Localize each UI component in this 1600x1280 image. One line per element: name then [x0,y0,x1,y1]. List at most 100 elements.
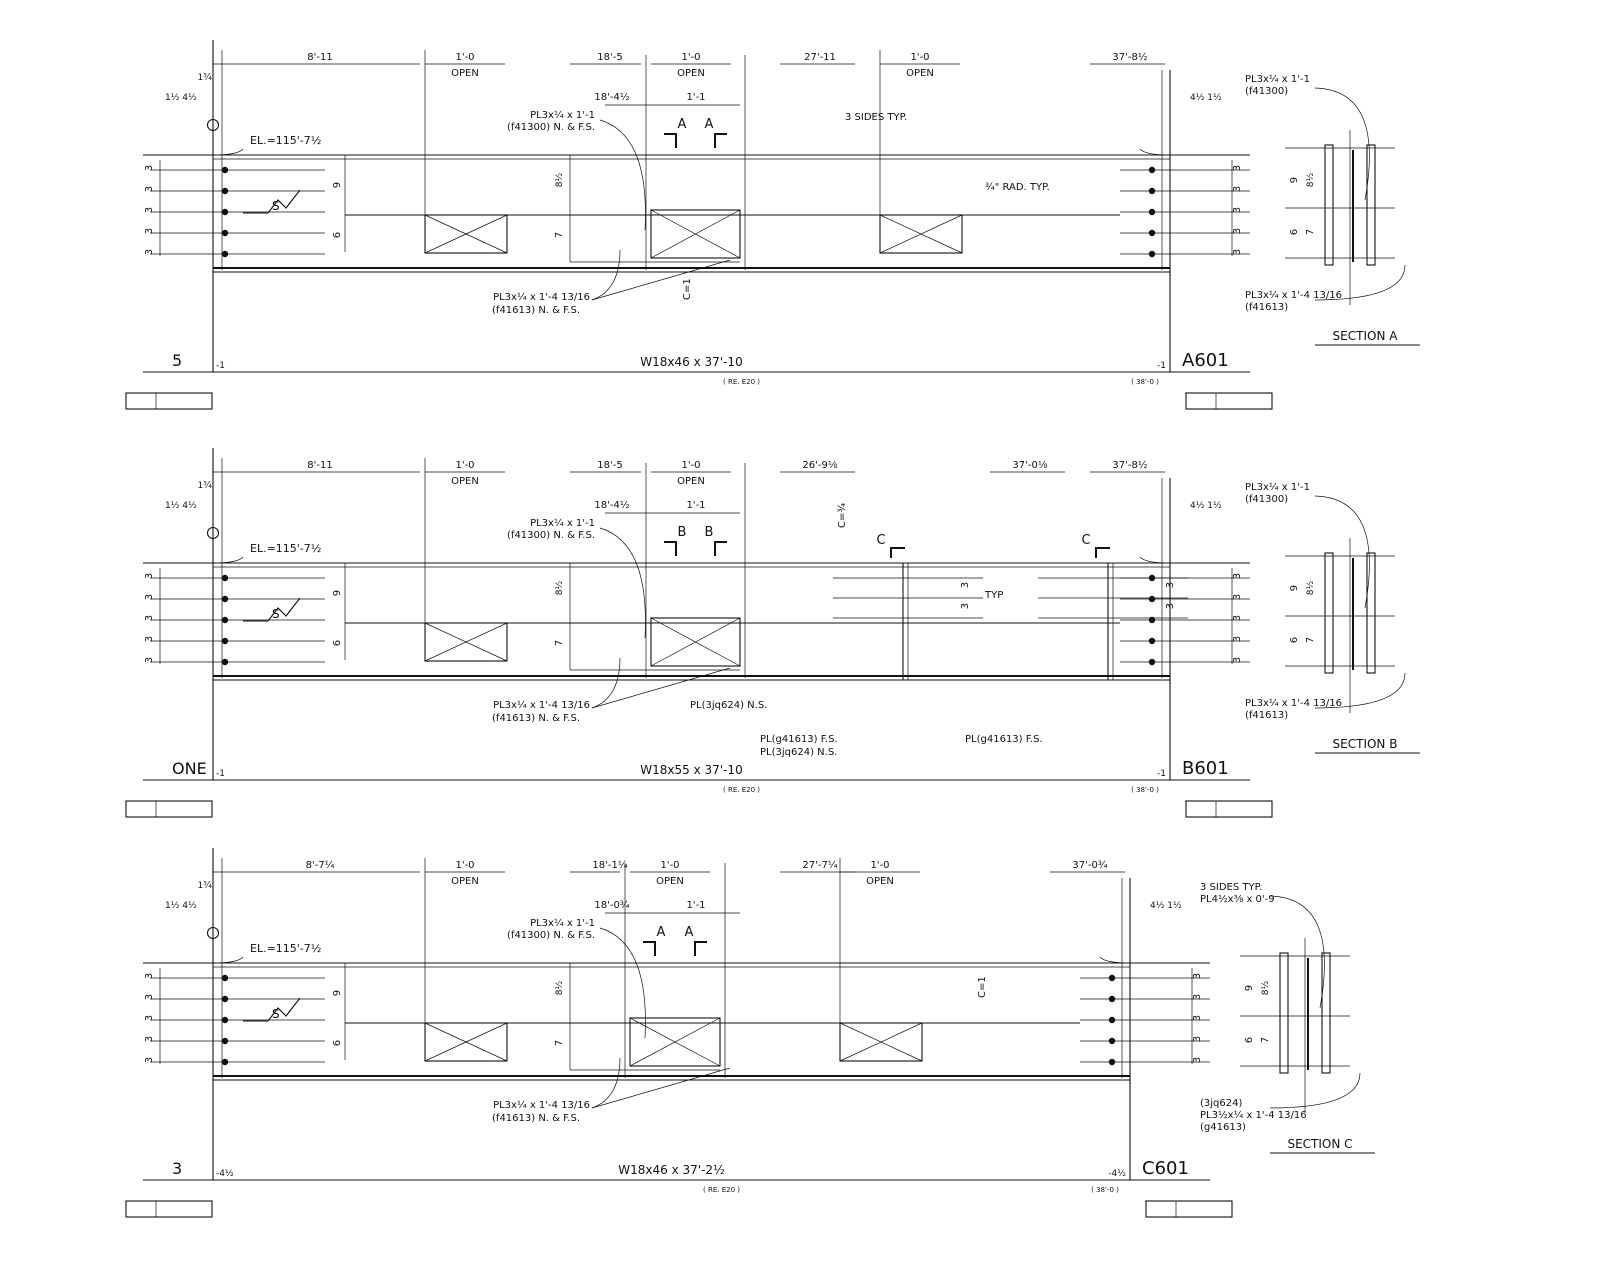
spacing-label: 3 [144,636,155,642]
top-dimension: 27'-11 [804,52,836,63]
end-offset: -1 [216,769,225,779]
reference-note: ( RE. E20 ) [703,1186,740,1194]
elevation-label: EL.=115'-7½ [250,942,321,955]
cope-right [1139,148,1171,156]
spacing-label: 3 [144,228,155,234]
top-dimension: 27'-7¼ [802,859,837,871]
section-note: (3jq624) [1200,1098,1242,1109]
opening-label: OPEN [451,68,479,79]
spacing-label: 3 [144,186,155,192]
bolt-callout-right [1185,800,1273,818]
bolt-hole-left [221,658,229,666]
section-note: 3 SIDES TYP. [1200,882,1262,893]
stiffener-opening [650,209,741,259]
top-dimension: 18'-4½ [594,91,629,103]
plate-note: PL(3jq624) N.S. [760,747,837,758]
end-offset: -1 [216,361,225,371]
section-note: PL3x¼ x 1'-4 13/16 [1245,697,1342,709]
leader-line [1314,87,1370,201]
plate-note: PL3x¼ x 1'-1 [530,109,595,121]
opening-label: OPEN [906,68,934,79]
section-cut-label: A [685,925,694,940]
dim-label: 8½ [555,981,565,996]
spacing-label: 3 [144,1057,155,1063]
leader-line [1314,264,1406,301]
bolt-callout-right [1185,392,1273,410]
dim-label: 6 [332,640,343,646]
dim-label: 9 [1244,985,1255,991]
bolt-hole-right [1148,187,1156,195]
section-note: (f41613) [1245,710,1288,721]
dim-label: 7 [1260,1037,1271,1043]
top-dimension: 8'-11 [307,460,332,471]
datum-symbol [206,926,220,940]
stiffener-opening [629,1017,721,1067]
bolt-callout-left [125,1200,213,1218]
opening-size: 1'-0 [660,860,679,871]
dim-label: 4½ 1½ [1190,501,1222,511]
plate-note: (f41300) N. & F.S. [507,122,595,133]
spacing-label: 3 [1192,1015,1203,1021]
spacing-label: 3 [960,603,971,609]
spacing-label: 3 [144,615,155,621]
plate-note: (f41613) N. & F.S. [492,305,580,316]
stiffener-opening [650,617,741,667]
dim-label: 7 [1305,229,1316,235]
spacing-label: 3 [1232,594,1243,600]
plate-note: PL3x¼ x 1'-4 13/16 [493,1099,590,1111]
bolt-hole-left [221,166,229,174]
top-dimension: 18'-5 [597,52,622,63]
web-opening [424,622,508,662]
spacing-label: 3 [1192,1057,1203,1063]
section-flange-left [1324,552,1334,674]
section-flange-left [1279,952,1289,1074]
spacing-label: 3 [1232,573,1243,579]
spacing-label: 3 [1192,1036,1203,1042]
bolt-hole-left [221,1016,229,1024]
cope-left [212,148,244,156]
leader-line [591,1067,731,1109]
spacing-label: 3 [144,1015,155,1021]
leader-line [599,527,646,639]
opening-x [424,1022,508,1062]
section-cut-label: C [876,533,885,548]
bolt-hole-right [1148,658,1156,666]
plate-note: PL(g41613) F.S. [965,734,1043,745]
section-note: (f41613) [1245,302,1288,313]
spacing-label: 3 [1192,973,1203,979]
top-dimension: 8'-7¼ [306,859,335,871]
leader-line [599,927,646,1039]
dim-label: 6 [1289,229,1300,235]
web-opening [839,1022,923,1062]
spacing-label: 3 [960,582,971,588]
top-dimension: 37'-0¾ [1072,860,1107,871]
bolt-hole-right [1108,1058,1116,1066]
plate-note: TYP [984,590,1003,601]
bolt-hole-right [1148,166,1156,174]
overall-length: ( 38'-0 ) [1131,786,1159,794]
plate-note: PL3x¼ x 1'-1 [530,917,595,929]
spacing-label: 3 [1232,636,1243,642]
dim-label: 4½ 1½ [1190,93,1222,103]
spacing-label: 3 [1165,582,1176,588]
plate-note: ¾" RAD. TYP. [985,182,1050,193]
dim-label: 1½ 4½ [165,501,197,511]
dim-label: 8½ [1306,173,1316,188]
section-cut-arrow [1095,547,1110,558]
plate-note: (f41300) N. & F.S. [507,530,595,541]
dim-label: 7 [554,640,565,646]
web-opening [879,214,963,254]
spacing-label: 3 [144,165,155,171]
bolt-hole-left [221,208,229,216]
cope-left [212,556,244,564]
opening-label: OPEN [451,476,479,487]
leader-line [591,249,621,301]
section-cut-arrow [643,941,656,956]
spacing-label: 3 [144,994,155,1000]
cope-left [212,956,244,964]
opening-label: OPEN [656,876,684,887]
spacing-label: 3 [144,573,155,579]
bolt-hole-left [221,616,229,624]
